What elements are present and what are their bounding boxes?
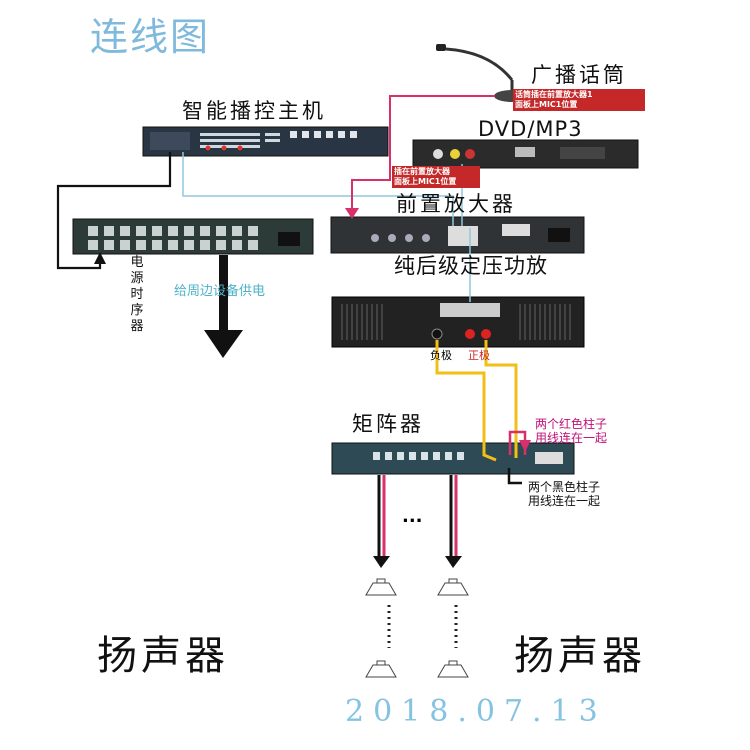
note-black-posts: 两个黑色柱子用线连在一起 bbox=[528, 480, 601, 508]
speaker-icon bbox=[365, 578, 469, 678]
diagram-title: 连线图 bbox=[90, 15, 211, 59]
label-preamp: 前置放大器 bbox=[396, 192, 516, 216]
dvd-device bbox=[412, 139, 639, 169]
matrix-device bbox=[331, 442, 575, 475]
label-matrix: 矩阵器 bbox=[352, 412, 424, 436]
speaker-label-right: 扬声器 bbox=[514, 633, 646, 679]
host-device bbox=[142, 126, 389, 157]
label-host: 智能播控主机 bbox=[182, 99, 326, 123]
label-positive: 正极 bbox=[468, 349, 490, 362]
label-mic: 广播话筒 bbox=[531, 63, 627, 87]
label-power-seq: 电源时序器 bbox=[130, 255, 144, 334]
label-supply: 给周边设备供电 bbox=[174, 284, 266, 299]
note-red-posts: 两个红色柱子用线连在一起 bbox=[535, 417, 608, 445]
label-dvd: DVD/MP3 bbox=[478, 117, 583, 141]
preamp-device bbox=[330, 216, 585, 254]
supply-arrow-icon bbox=[204, 255, 243, 358]
note-preamp: 插在前置放大器面板上MIC1位置 bbox=[392, 166, 480, 188]
amplifier-device bbox=[331, 296, 585, 348]
label-amp: 纯后级定压功放 bbox=[394, 254, 548, 278]
ellipsis: ... bbox=[402, 506, 423, 527]
speaker-label-left: 扬声器 bbox=[97, 633, 229, 679]
label-negative: 负极 bbox=[430, 349, 452, 362]
power-sequencer-device bbox=[72, 218, 314, 255]
diagram-date: 2018.07.13 bbox=[345, 694, 607, 729]
